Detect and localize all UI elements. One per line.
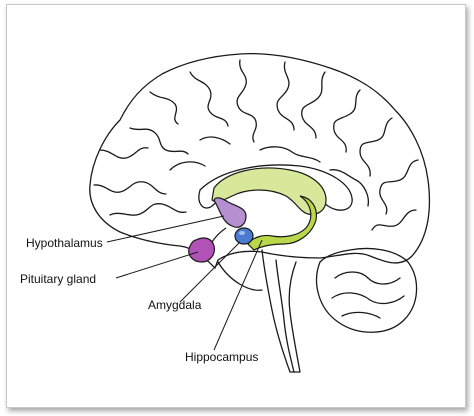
- gyrus-fold: [129, 127, 189, 155]
- leader-hypothalamus: [106, 215, 225, 243]
- cerebellum: [316, 247, 418, 333]
- cerebellum-fold: [334, 271, 401, 285]
- gyrus-fold: [301, 71, 326, 139]
- gyrus-fold: [259, 146, 321, 163]
- gyrus-fold: [379, 159, 419, 215]
- gyrus-fold: [371, 209, 417, 231]
- label-hippocampus: Hippocampus: [185, 350, 259, 364]
- hypothalamus-shape: [213, 197, 247, 228]
- gyrus-fold: [359, 117, 393, 177]
- leader-amygdala: [179, 241, 241, 303]
- gyrus-fold: [236, 59, 257, 143]
- label-amygdala: Amygdala: [148, 298, 202, 312]
- leader-hippocampus: [213, 239, 263, 351]
- gyrus-fold: [169, 161, 206, 171]
- gyrus-fold: [93, 181, 167, 195]
- label-pituitary-gland: Pituitary gland: [20, 272, 97, 286]
- corpus-callosum: [198, 164, 353, 211]
- cerebrum-outline: [89, 52, 431, 269]
- brainstem: [261, 249, 301, 373]
- gyrus-fold: [99, 147, 149, 159]
- gyrus-fold: [199, 136, 231, 145]
- brainstem-inner: [275, 259, 295, 373]
- hippocampus-shape: [247, 195, 317, 251]
- cingulate-band: [211, 167, 327, 215]
- cerebellum-fold: [341, 311, 381, 319]
- gyrus-fold: [189, 71, 229, 127]
- gyrus-fold: [276, 61, 295, 131]
- pituitary-stalk: [211, 227, 227, 243]
- gyrus-fold: [109, 203, 187, 216]
- cerebellum-fold: [331, 292, 405, 305]
- amygdala-highlight: [239, 231, 245, 235]
- leader-pituitary: [115, 251, 199, 279]
- temporal-lobe: [217, 261, 263, 291]
- gyrus-fold: [149, 91, 179, 125]
- gyrus-fold: [333, 89, 361, 153]
- label-hypothalamus: Hypothalamus: [26, 236, 103, 250]
- gyrus-fold: [329, 169, 370, 207]
- pituitary-shape: [188, 237, 215, 263]
- amygdala-shape: [234, 227, 254, 245]
